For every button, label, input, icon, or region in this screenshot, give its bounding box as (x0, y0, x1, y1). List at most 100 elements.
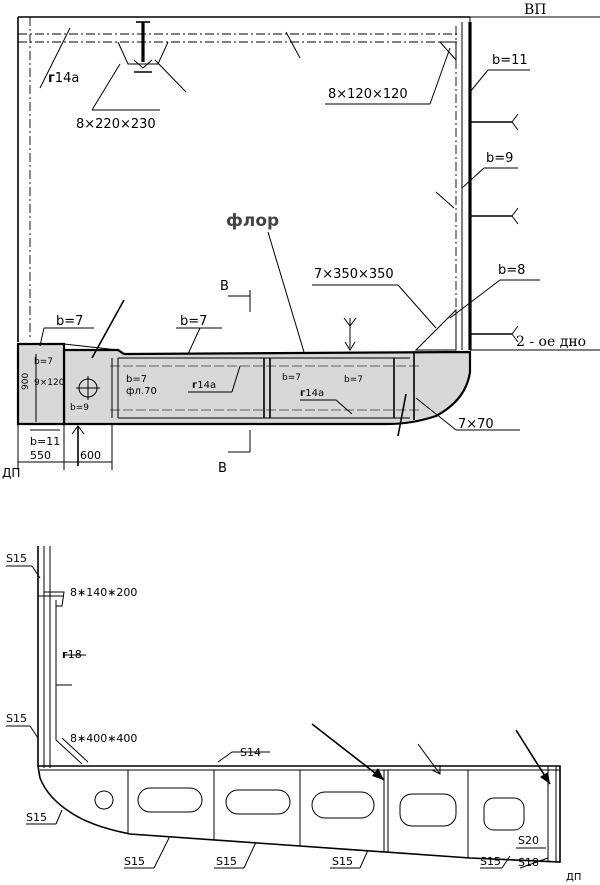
y-mark (343, 317, 357, 351)
double-bottom-floor (62, 348, 472, 426)
fl70-label: фл.70 (126, 386, 157, 397)
pressure-arrow-1 (470, 113, 519, 131)
top-view-labels: ВП г14а 8×220×230 8×120×120 b=11 b=9 b=8… (2, 2, 586, 480)
leader-corner-arrow (397, 393, 407, 437)
bottom-view (6, 546, 561, 869)
top-bracket (44, 591, 65, 607)
leader-bilge (397, 284, 437, 329)
leader-s15-a (153, 835, 171, 869)
profile-18-label: г18 (62, 648, 82, 661)
leader-bracket-right (429, 47, 451, 105)
arrow-1 (311, 723, 385, 781)
b11-label: b=11 (492, 53, 528, 68)
bracket-top-right (438, 41, 457, 62)
floor-label: флор (226, 211, 279, 231)
leader-b11 (469, 69, 489, 93)
leader-s18 (519, 857, 549, 869)
pressure-arrow-3 (470, 325, 519, 343)
s15-top-label: S15 (6, 552, 27, 565)
bracket-bilge (414, 308, 457, 351)
s14-label: S14 (240, 746, 261, 759)
hole-round (94, 790, 114, 810)
profile-left-label: г14а (192, 380, 216, 391)
leader-floor (267, 231, 305, 353)
hole-5 (483, 797, 525, 831)
dim-550-label: 550 (30, 449, 51, 462)
girder-bracket-outline (117, 41, 169, 65)
leader-corner-bracket (415, 397, 457, 431)
b9-small-label: b=9 (70, 403, 89, 413)
b7-left-label: b=7 (56, 314, 83, 329)
bottom-view-labels: S15 8∗140∗200 г18 S15 8∗400∗400 S14 S15 … (6, 552, 581, 883)
height-900-label: 900 (21, 373, 31, 390)
section-label-bottom: В (218, 461, 227, 476)
b7-fl-label: b=7 (126, 374, 147, 385)
bracket-top-label-2: 8∗140∗200 (70, 586, 137, 599)
section-mark-top (228, 290, 251, 312)
b7-small-b-label: b=7 (282, 373, 301, 383)
section-mark-bottom (228, 430, 251, 453)
lower-bracket-diag2 (61, 737, 89, 763)
s15-b-label: S15 (216, 855, 237, 868)
pressure-arrow-2 (470, 207, 519, 225)
leader-b8 (449, 279, 501, 319)
floor-plating (37, 765, 561, 863)
leader-s15-b (243, 841, 257, 869)
s15-mid-label: S15 (6, 712, 27, 725)
s20-label: S20 (518, 834, 539, 847)
s15-d-label: S15 (480, 855, 501, 868)
lower-bracket-diag (55, 739, 83, 765)
bracket-right-label: 8×120×120 (328, 87, 408, 102)
dp-bottom-label: ДП (566, 872, 581, 883)
hole-4 (399, 793, 457, 827)
arrow-3 (515, 729, 551, 785)
vp-label: ВП (524, 2, 547, 18)
b9-label: b=9 (486, 151, 513, 166)
leader-s15-top (31, 565, 41, 579)
b7-girder-label: b=7 (34, 357, 53, 367)
leader-s15-d (501, 855, 511, 869)
keel-transition (63, 343, 119, 351)
b11-bottom-label: b=11 (30, 435, 60, 448)
leader-bracket-top (91, 63, 121, 111)
girder-bracket-lower (133, 59, 153, 69)
s15-left-label: S15 (26, 811, 47, 824)
top-view (16, 16, 600, 470)
dp-top-label: ДП (2, 466, 20, 480)
arrow-2 (417, 743, 441, 775)
leader-profile-top (39, 27, 71, 89)
section-label-top: В (220, 279, 229, 294)
hole-3 (311, 791, 375, 819)
leader-s15-c (359, 849, 369, 869)
leader-b9 (461, 167, 485, 189)
bracket-bottom-label-2: 8∗400∗400 (70, 732, 137, 745)
load-arrow-bottom (71, 425, 85, 466)
s18-label: S18 (518, 856, 539, 869)
leader-s15-mid (29, 725, 39, 739)
corner-bracket-label: 7×70 (458, 417, 494, 432)
profile-right-label: г14а (300, 388, 324, 399)
leader-girder-upper (91, 299, 125, 359)
hole-1 (137, 787, 203, 813)
b8-label: b=8 (498, 263, 525, 278)
b7-small-c-label: b=7 (344, 375, 363, 385)
stiffener-left-label: 9×120 (34, 378, 65, 388)
bracket-bilge-label: 7×350×350 (314, 267, 394, 282)
leader-s15-left (55, 809, 63, 825)
deck-tick (285, 31, 301, 59)
s15-c-label: S15 (332, 855, 353, 868)
b7-center-label: b=7 (180, 314, 207, 329)
bracket-top-label: 8×220×230 (76, 117, 156, 132)
s15-a-label: S15 (124, 855, 145, 868)
leader-b7-center (187, 327, 201, 355)
leader-girder (154, 59, 187, 93)
dim-600-label: 600 (80, 449, 101, 462)
hole-2 (225, 789, 291, 815)
leader-s14 (217, 751, 233, 763)
leader-b7-left (39, 327, 45, 347)
second-bottom-label: 2 - ое дно (516, 334, 586, 350)
leader-profile-right (335, 399, 353, 415)
profile-top-label: г14а (48, 71, 79, 86)
tick-side (435, 191, 455, 209)
